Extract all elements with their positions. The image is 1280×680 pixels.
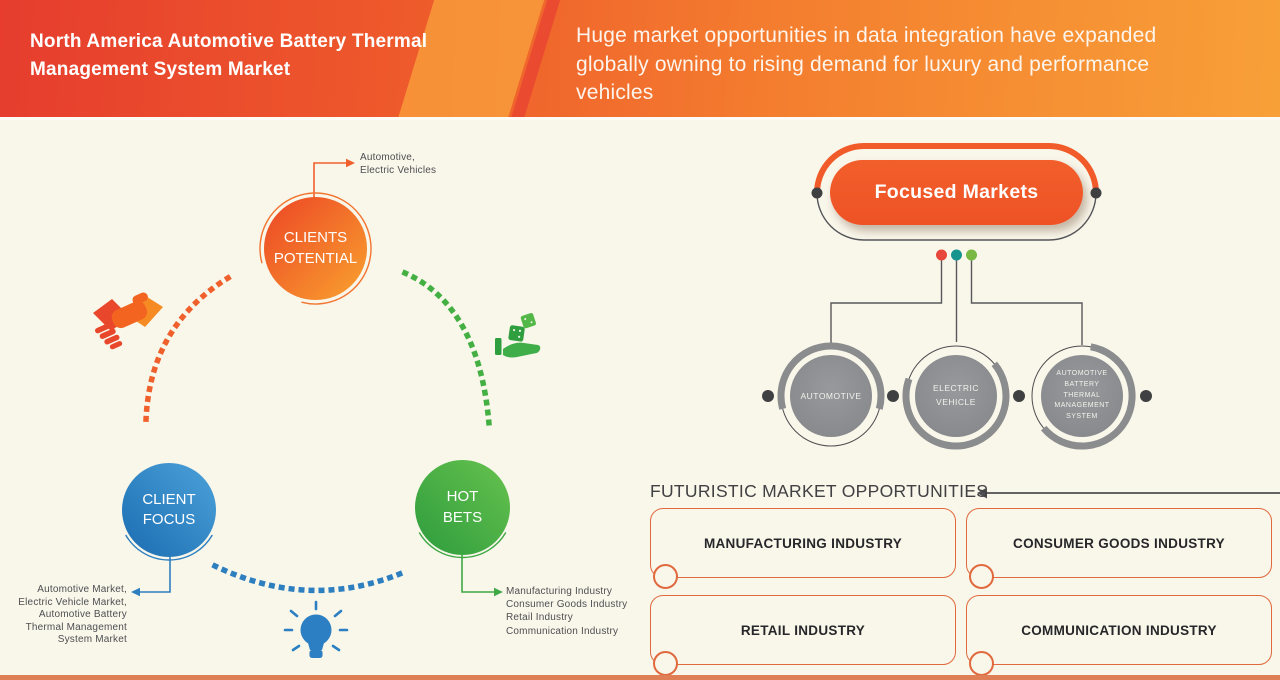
node-battery-thermal-management: AUTOMOTIVE BATTERY THERMAL MANAGEMENT SY… (1041, 355, 1123, 437)
blue-dotted-arc (211, 562, 406, 594)
pill-outline-bottom (816, 192, 1097, 241)
teal-dot (951, 249, 962, 261)
pill-right-dot (1090, 187, 1102, 199)
node-rings (777, 342, 1136, 450)
industry-box-label: CONSUMER GOODS INDUSTRY (1013, 535, 1225, 551)
corner-circle (653, 564, 678, 589)
header-banner (0, 0, 1280, 117)
pill-left-dot (811, 187, 823, 199)
lightbulb-icon (283, 600, 349, 658)
hand-dice-icon (495, 313, 541, 358)
client-focus-bubble: CLIENT FOCUS (122, 463, 216, 557)
industry-box-label: COMMUNICATION INDUSTRY (1021, 622, 1217, 638)
client-focus-ring (125, 534, 213, 561)
bottom-accent-bar (0, 675, 1280, 680)
clients-potential-connector (313, 158, 355, 199)
industry-box-communication: COMMUNICATION INDUSTRY (966, 595, 1272, 676)
node-electric-vehicle: ELECTRIC VEHICLE (915, 355, 997, 437)
header-separator (0, 117, 1280, 120)
client-focus-connector (131, 557, 171, 597)
industry-box-consumer-goods: CONSUMER GOODS INDUSTRY (966, 508, 1272, 589)
heading-arrow (977, 487, 1280, 499)
red-dot (936, 249, 947, 261)
node-side-dots (762, 390, 1152, 402)
clients-potential-callout: Automotive, Electric Vehicles (360, 152, 437, 176)
hot-bets-bubble: HOT BETS (415, 460, 510, 555)
corner-circle (969, 651, 994, 676)
industry-box-label: RETAIL INDUSTRY (740, 622, 866, 638)
page-title: North America Automotive Battery Thermal… (30, 31, 428, 80)
tree-connectors (830, 260, 1083, 345)
industry-box-retail: RETAIL INDUSTRY (650, 595, 956, 676)
corner-circle (969, 564, 994, 589)
hot-bets-ring (418, 532, 507, 559)
hot-bets-callout: Manufacturing Industry Consumer Goods In… (506, 586, 628, 637)
focused-markets-pill: Focused Markets (830, 160, 1083, 225)
industry-box-label: MANUFACTURING INDUSTRY (703, 535, 903, 551)
green-dotted-arc (401, 269, 492, 427)
orange-dotted-arc (143, 274, 232, 423)
node-automotive: AUTOMOTIVE (790, 355, 872, 437)
futuristic-heading: FUTURISTIC MARKET OPPORTUNITIES (650, 481, 989, 501)
clients-potential-bubble: CLIENTS POTENTIAL (264, 197, 367, 300)
corner-circle (653, 651, 678, 676)
page-subtitle: Huge market opportunities in data integr… (576, 24, 1157, 105)
industry-box-manufacturing: MANUFACTURING INDUSTRY (650, 508, 956, 589)
handshake-icon (93, 292, 163, 350)
clients-potential-ring (259, 192, 372, 305)
hot-bets-connector (461, 555, 503, 597)
green-dot (966, 249, 977, 261)
pill-outline-top-arc (814, 143, 1099, 194)
client-focus-callout: Automotive Market, Electric Vehicle Mark… (18, 584, 127, 645)
